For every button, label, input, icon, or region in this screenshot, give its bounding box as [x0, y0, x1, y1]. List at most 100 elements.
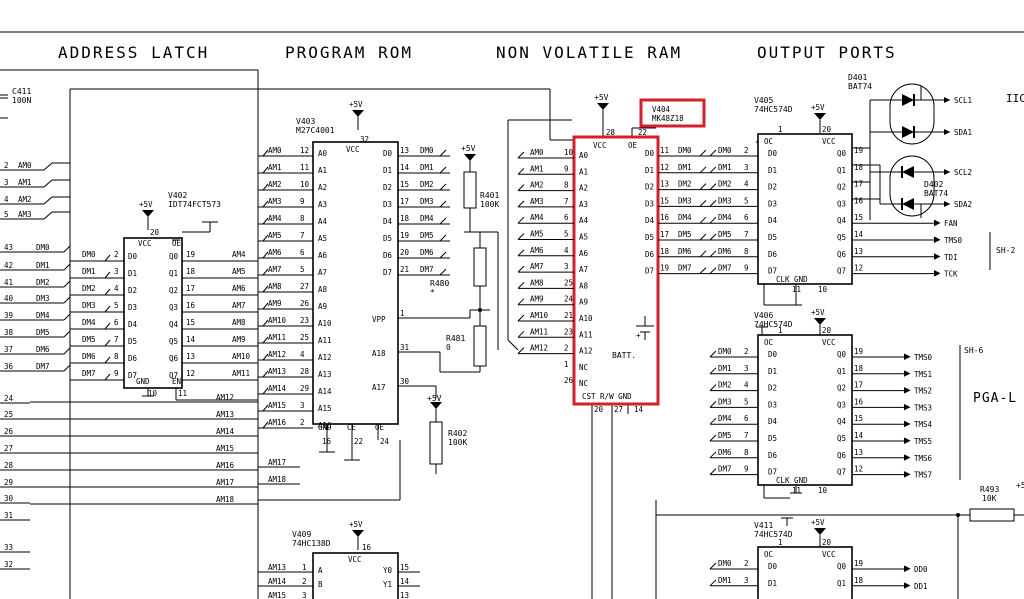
- wire: [903, 582, 911, 587]
- output-arrow: [904, 387, 910, 394]
- wire: [43, 196, 53, 205]
- rom-in-net: AM15: [268, 401, 286, 410]
- out-chip-bottom: CLK GND: [776, 476, 808, 485]
- latch-in-net: DM3: [82, 301, 96, 310]
- output-arrow: [904, 370, 910, 377]
- out-chip-pin-number: 8: [744, 448, 749, 457]
- wire: [699, 250, 707, 258]
- r481-body: [473, 325, 487, 367]
- wire: [262, 166, 269, 174]
- rom-pin-number: 30: [400, 377, 410, 386]
- output-net: DD1: [914, 582, 928, 591]
- wire: [709, 367, 717, 375]
- left-pin-number: 28: [4, 461, 14, 470]
- out-chip-pin-number: 2: [744, 347, 749, 356]
- out-chip-pin: D1: [768, 367, 777, 376]
- out-chip-in-net: DM0: [718, 146, 732, 155]
- rom-pin: A18: [372, 349, 386, 358]
- out-chip-pin: OC: [764, 137, 773, 146]
- out-chip-pin: Q1: [837, 166, 846, 175]
- wire: [903, 370, 911, 375]
- nvram-in-net: AM0: [530, 148, 544, 157]
- wire: [903, 471, 911, 476]
- wire: [63, 330, 71, 338]
- latch-in-net: DM6: [82, 352, 96, 361]
- out-chip-pin-number: 1: [778, 538, 783, 547]
- nvram-out-net: DM1: [678, 163, 692, 172]
- rom-in-net: AM9: [268, 299, 282, 308]
- r402-power: +5V: [427, 394, 442, 403]
- nvram-bottom-pins: CST R/W GND: [582, 392, 632, 401]
- out-chip-pin: Q5: [837, 233, 846, 242]
- wire: [439, 166, 447, 174]
- wire: [709, 183, 717, 190]
- latch-pin-number: 16: [186, 301, 196, 310]
- rom-pin-number: 27: [300, 282, 309, 291]
- rom-pin-number: 16: [322, 437, 332, 446]
- wire: [63, 364, 71, 372]
- wire: [709, 434, 717, 442]
- decoder-pin-number: 14: [400, 577, 410, 586]
- am-bus-label: AM17: [216, 478, 234, 487]
- latch-ref: V402: [168, 191, 187, 200]
- diode-pack-d402: [889, 155, 935, 217]
- wire: [262, 183, 269, 191]
- rom-pin: A5: [318, 234, 327, 243]
- r401-power: +5V: [461, 144, 476, 153]
- rom-pin-number: 4: [300, 350, 305, 359]
- output-net: TCK: [944, 270, 958, 279]
- out-chip-in-net: DM7: [718, 465, 732, 474]
- rom-out-net: DM6: [420, 248, 434, 257]
- out-chip-pin-number: 14: [854, 230, 864, 239]
- out-chip-pin: D6: [768, 451, 778, 460]
- out-chip-pin-number: 1: [778, 125, 783, 134]
- nvram-pin-number: 15: [660, 196, 669, 205]
- left-net-label: DM3: [36, 294, 50, 303]
- latch-pin-number: 15: [186, 318, 195, 327]
- wire: [517, 200, 525, 208]
- wire: [903, 437, 911, 442]
- latch-pin: GND: [136, 377, 150, 386]
- out-chip-pin: D7: [768, 267, 777, 276]
- rom-in-net: AM8: [268, 282, 282, 291]
- nvram-pin-number: 8: [564, 181, 569, 190]
- rom-pin-number: 11: [300, 163, 309, 172]
- wire: [709, 250, 717, 258]
- d401-part: BAT74: [848, 82, 872, 91]
- out-chip-pin: Q6: [837, 451, 847, 460]
- wire: [262, 404, 269, 412]
- out-chip-pin-number: 7: [744, 431, 749, 440]
- wire: [517, 184, 525, 191]
- left-net-label: DM7: [36, 362, 50, 371]
- am-bus-label: AM14: [216, 427, 235, 436]
- wire: [439, 149, 447, 157]
- out-chip-pin-number: 2: [744, 146, 749, 155]
- decoder-pin: Y1: [383, 580, 392, 589]
- rom-pin: A3: [318, 200, 327, 209]
- out-chip-pin-number: 3: [744, 576, 749, 585]
- rom-pin-number: 21: [400, 265, 409, 274]
- out-chip-pin-number: 13: [854, 247, 863, 256]
- latch-pin-number: 13: [186, 352, 195, 361]
- decoder-ic-body: [312, 552, 399, 599]
- nvram-in-net: AM5: [530, 230, 544, 239]
- rom-pin: CE: [347, 423, 357, 432]
- out-chip-pin: Q0: [837, 562, 847, 571]
- out-chip-pin-number: 20: [822, 326, 832, 335]
- out-chip-pin: VCC: [822, 137, 836, 146]
- rom-pin-number: 29: [300, 384, 309, 393]
- rom-in-net: AM13: [268, 367, 286, 376]
- nvram-pin-number: 27: [614, 405, 623, 414]
- rom-pin-number: 26: [300, 299, 310, 308]
- nvram-ref: V404: [652, 105, 671, 114]
- rom-pin: A4: [318, 217, 328, 226]
- latch-out-net: AM9: [232, 335, 246, 344]
- wire: [439, 217, 447, 225]
- nvram-in-net: AM1: [530, 164, 544, 173]
- rom-pin-number: 23: [300, 316, 309, 325]
- nvram-pin-number: 13: [660, 180, 669, 189]
- out-chip-pin: OC: [764, 550, 773, 559]
- rom-in-net: AM12: [268, 350, 286, 359]
- rom-pin: A13: [318, 370, 332, 379]
- nvram-pin: A3: [579, 200, 588, 209]
